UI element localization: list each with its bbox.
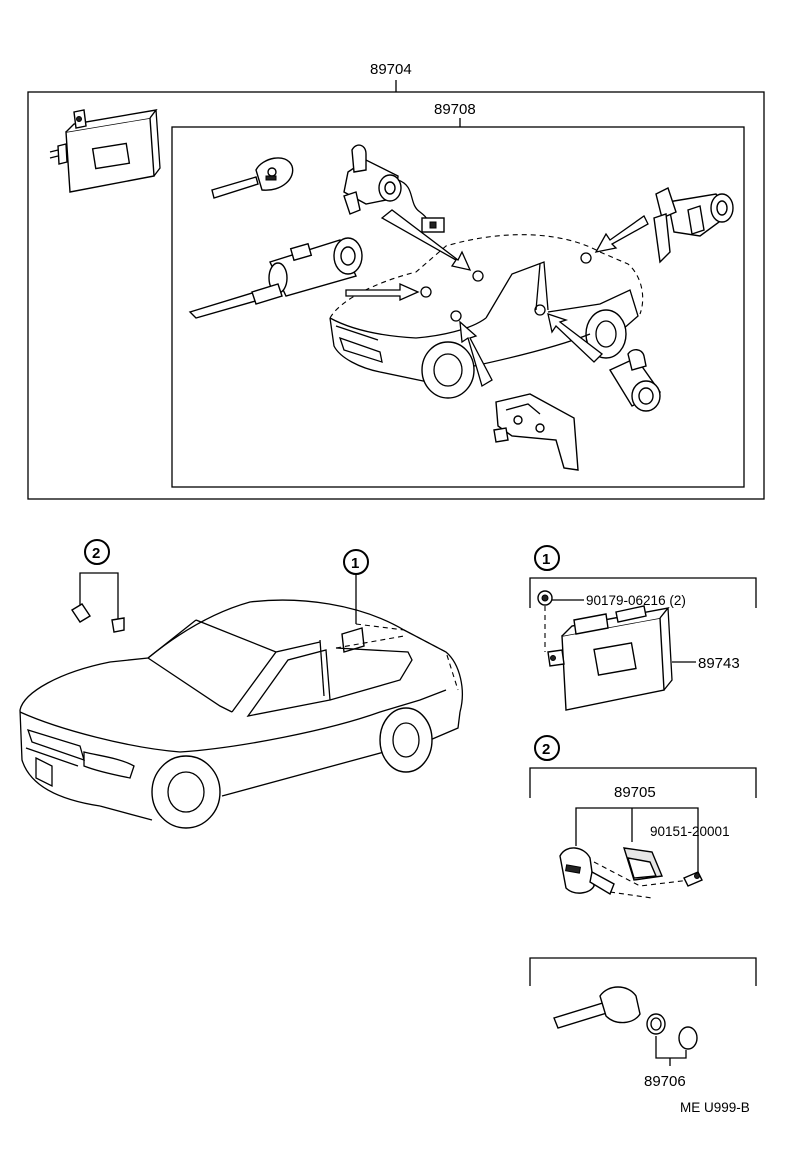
- transponder-chip-icon: [111, 617, 125, 633]
- key-head-icon: [559, 847, 615, 896]
- computer-unit-icon: [547, 605, 673, 711]
- detail-2-group: 2 89705 90151-20001: [529, 735, 757, 899]
- callout-2-detail: 2: [542, 741, 550, 758]
- diagram-reference-code: ME U999-B: [680, 1100, 750, 1115]
- part-number-90179-06216: 90179-06216 (2): [586, 593, 686, 608]
- key-icon: [211, 157, 294, 199]
- part-number-90151-20001: 90151-20001: [650, 824, 730, 839]
- door-handle-icon: [493, 393, 579, 471]
- part-number-89706: 89706: [644, 1073, 686, 1090]
- detail-1-group: 1 90179-06216 (2) 89743: [529, 545, 757, 711]
- callout-1-car: 1: [351, 555, 359, 572]
- part-number-89743: 89743: [698, 655, 740, 672]
- key-tip-icon: [71, 603, 91, 623]
- screw-icon: [537, 590, 553, 606]
- o-ring-icon: [646, 1013, 666, 1035]
- part-number-89708: 89708: [434, 101, 476, 118]
- vehicle-location-view: 2 1: [19, 539, 463, 829]
- detail-3-group: 89706: [529, 957, 757, 1090]
- door-lock-cylinder-icon-front: [343, 144, 445, 233]
- transponder-chip-icon-detail: [623, 847, 663, 881]
- assembly-89704-frame: [27, 91, 765, 500]
- callout-1-detail: 1: [542, 551, 550, 568]
- assembly-89704-group: 89704 89708: [27, 61, 765, 500]
- part-number-89705: 89705: [614, 784, 656, 801]
- door-lock-cylinder-icon-right: [653, 187, 734, 264]
- ignition-lock-cylinder-icon: [188, 237, 363, 319]
- callout-2-top-left: 2: [92, 545, 100, 562]
- key-blank-icon: [553, 986, 641, 1029]
- circled-number-1-icon-detail: [534, 545, 560, 571]
- circled-number-2-icon: [84, 539, 110, 565]
- car-outline-top: [329, 234, 644, 399]
- cap-icon: [678, 1026, 698, 1050]
- trunk-lock-cylinder-icon: [608, 349, 662, 412]
- part-number-89704: 89704: [370, 61, 412, 78]
- small-screw-icon: [683, 871, 703, 887]
- assembly-89708-frame: [171, 126, 745, 488]
- pointer-arrows: [345, 209, 649, 387]
- control-module-icon: [49, 109, 161, 193]
- circled-number-2-icon-detail: [534, 735, 560, 761]
